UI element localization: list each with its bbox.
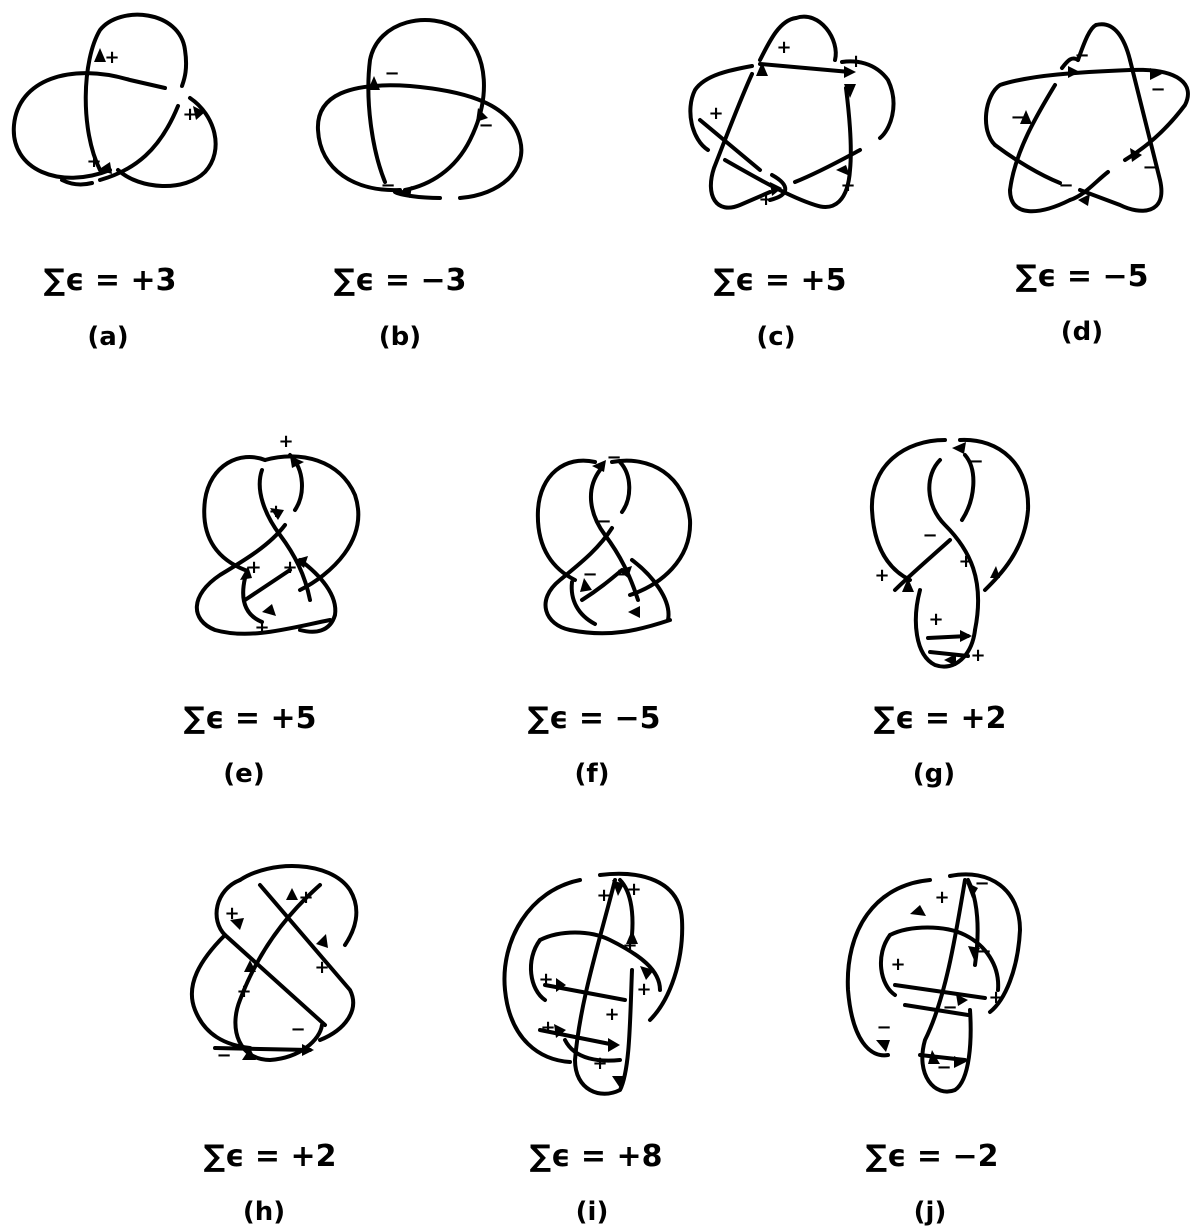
knot-b: [315, 18, 524, 200]
sum-i: ∑ϵ = +8: [530, 1139, 663, 1174]
label-h: (h): [243, 1197, 285, 1227]
sign-g-5: +: [928, 609, 943, 630]
knot-f: [535, 458, 693, 636]
sign-i-3: +: [622, 935, 637, 956]
label-j: (j): [914, 1197, 947, 1227]
sign-f-3: −: [582, 564, 597, 585]
sign-i-7: +: [540, 1017, 555, 1038]
knot-d: [983, 22, 1190, 214]
sign-i-6: +: [604, 1004, 619, 1025]
sign-b-2: −: [478, 115, 493, 136]
knot-i: [502, 871, 685, 1096]
sign-d-5: −: [1058, 175, 1073, 196]
knot-e: [194, 453, 361, 636]
sign-g-4: +: [874, 565, 889, 586]
label-c: (c): [756, 322, 795, 352]
arrows-h: [230, 888, 328, 1060]
arrows-e: [240, 456, 308, 616]
sum-j: ∑ϵ = −2: [866, 1139, 999, 1174]
sign-b-1: −: [384, 63, 399, 84]
sign-b-3: −: [380, 175, 395, 196]
sign-j-1: +: [934, 887, 949, 908]
sign-e-4: +: [282, 557, 297, 578]
sign-j-2: −: [974, 873, 989, 894]
label-e: (e): [223, 759, 264, 789]
sign-c-4: +: [758, 189, 773, 210]
sum-f: ∑ϵ = −5: [528, 701, 661, 736]
sign-h-3: +: [314, 957, 329, 978]
arrows-g: [902, 442, 1000, 666]
sign-f-1: −: [606, 447, 621, 468]
sign-j-3: +: [890, 954, 905, 975]
sign-g-2: −: [922, 525, 937, 546]
label-g: (g): [913, 759, 955, 789]
sign-i-8: +: [592, 1053, 607, 1074]
sign-d-4: −: [1142, 157, 1157, 178]
sum-h: ∑ϵ = +2: [204, 1139, 337, 1174]
sign-e-2: +: [268, 501, 283, 522]
arrows-d: [1020, 66, 1162, 206]
sum-d: ∑ϵ = −5: [1016, 259, 1149, 294]
sign-a-1: +: [104, 47, 119, 68]
sign-c-2: +: [848, 51, 863, 72]
knot-a: [11, 12, 218, 189]
sign-c-1: +: [776, 37, 791, 58]
sign-e-5: +: [254, 617, 269, 638]
knot-h: [189, 864, 359, 1062]
sign-a-3: +: [86, 151, 101, 172]
arrows-i: [554, 880, 654, 1088]
sign-c-5: +: [840, 175, 855, 196]
sum-a: ∑ϵ = +3: [44, 263, 177, 298]
sign-d-1: −: [1074, 45, 1089, 66]
sign-j-5: +: [988, 987, 1003, 1008]
sum-c: ∑ϵ = +5: [714, 263, 847, 298]
sign-i-5: +: [636, 979, 651, 1000]
sign-g-3: +: [958, 551, 973, 572]
sign-d-2: −: [1150, 79, 1165, 100]
label-f: (f): [574, 759, 609, 789]
sign-e-3: +: [246, 557, 261, 578]
sign-h-6: −: [216, 1045, 231, 1066]
sign-g-6: +: [970, 645, 985, 666]
sign-f-2: −: [596, 511, 611, 532]
label-b: (b): [379, 322, 421, 352]
sign-j-4: −: [976, 941, 991, 962]
sign-i-4: +: [538, 969, 553, 990]
sign-i-2: +: [626, 879, 641, 900]
arrows-a: [94, 48, 205, 174]
knot-g: [869, 437, 1031, 669]
sign-c-3: +: [708, 103, 723, 124]
sign-i-1: +: [596, 885, 611, 906]
arrows-j: [876, 882, 980, 1068]
sign-h-5: −: [290, 1019, 305, 1040]
sign-h-1: +: [224, 903, 239, 924]
label-i: (i): [576, 1197, 609, 1227]
arrows-c: [756, 62, 856, 196]
sign-g-1: −: [968, 451, 983, 472]
sign-e-1: +: [278, 431, 293, 452]
arrows-b: [368, 76, 488, 198]
sign-a-2: +: [182, 104, 197, 125]
sum-b: ∑ϵ = −3: [334, 263, 467, 298]
sign-f-5: −: [590, 623, 605, 644]
label-a: (a): [87, 322, 128, 352]
sign-f-4: −: [616, 564, 631, 585]
arrows-f: [580, 460, 640, 618]
sign-h-2: +: [298, 887, 313, 908]
sign-j-7: −: [876, 1017, 891, 1038]
label-d: (d): [1061, 317, 1103, 347]
sign-d-3: −: [1010, 107, 1025, 128]
sign-h-4: +: [236, 981, 251, 1002]
knot-c: [688, 14, 896, 210]
sign-j-6: −: [942, 997, 957, 1018]
sum-g: ∑ϵ = +2: [874, 701, 1007, 736]
sign-j-8: −: [936, 1057, 951, 1078]
sum-e: ∑ϵ = +5: [184, 701, 317, 736]
